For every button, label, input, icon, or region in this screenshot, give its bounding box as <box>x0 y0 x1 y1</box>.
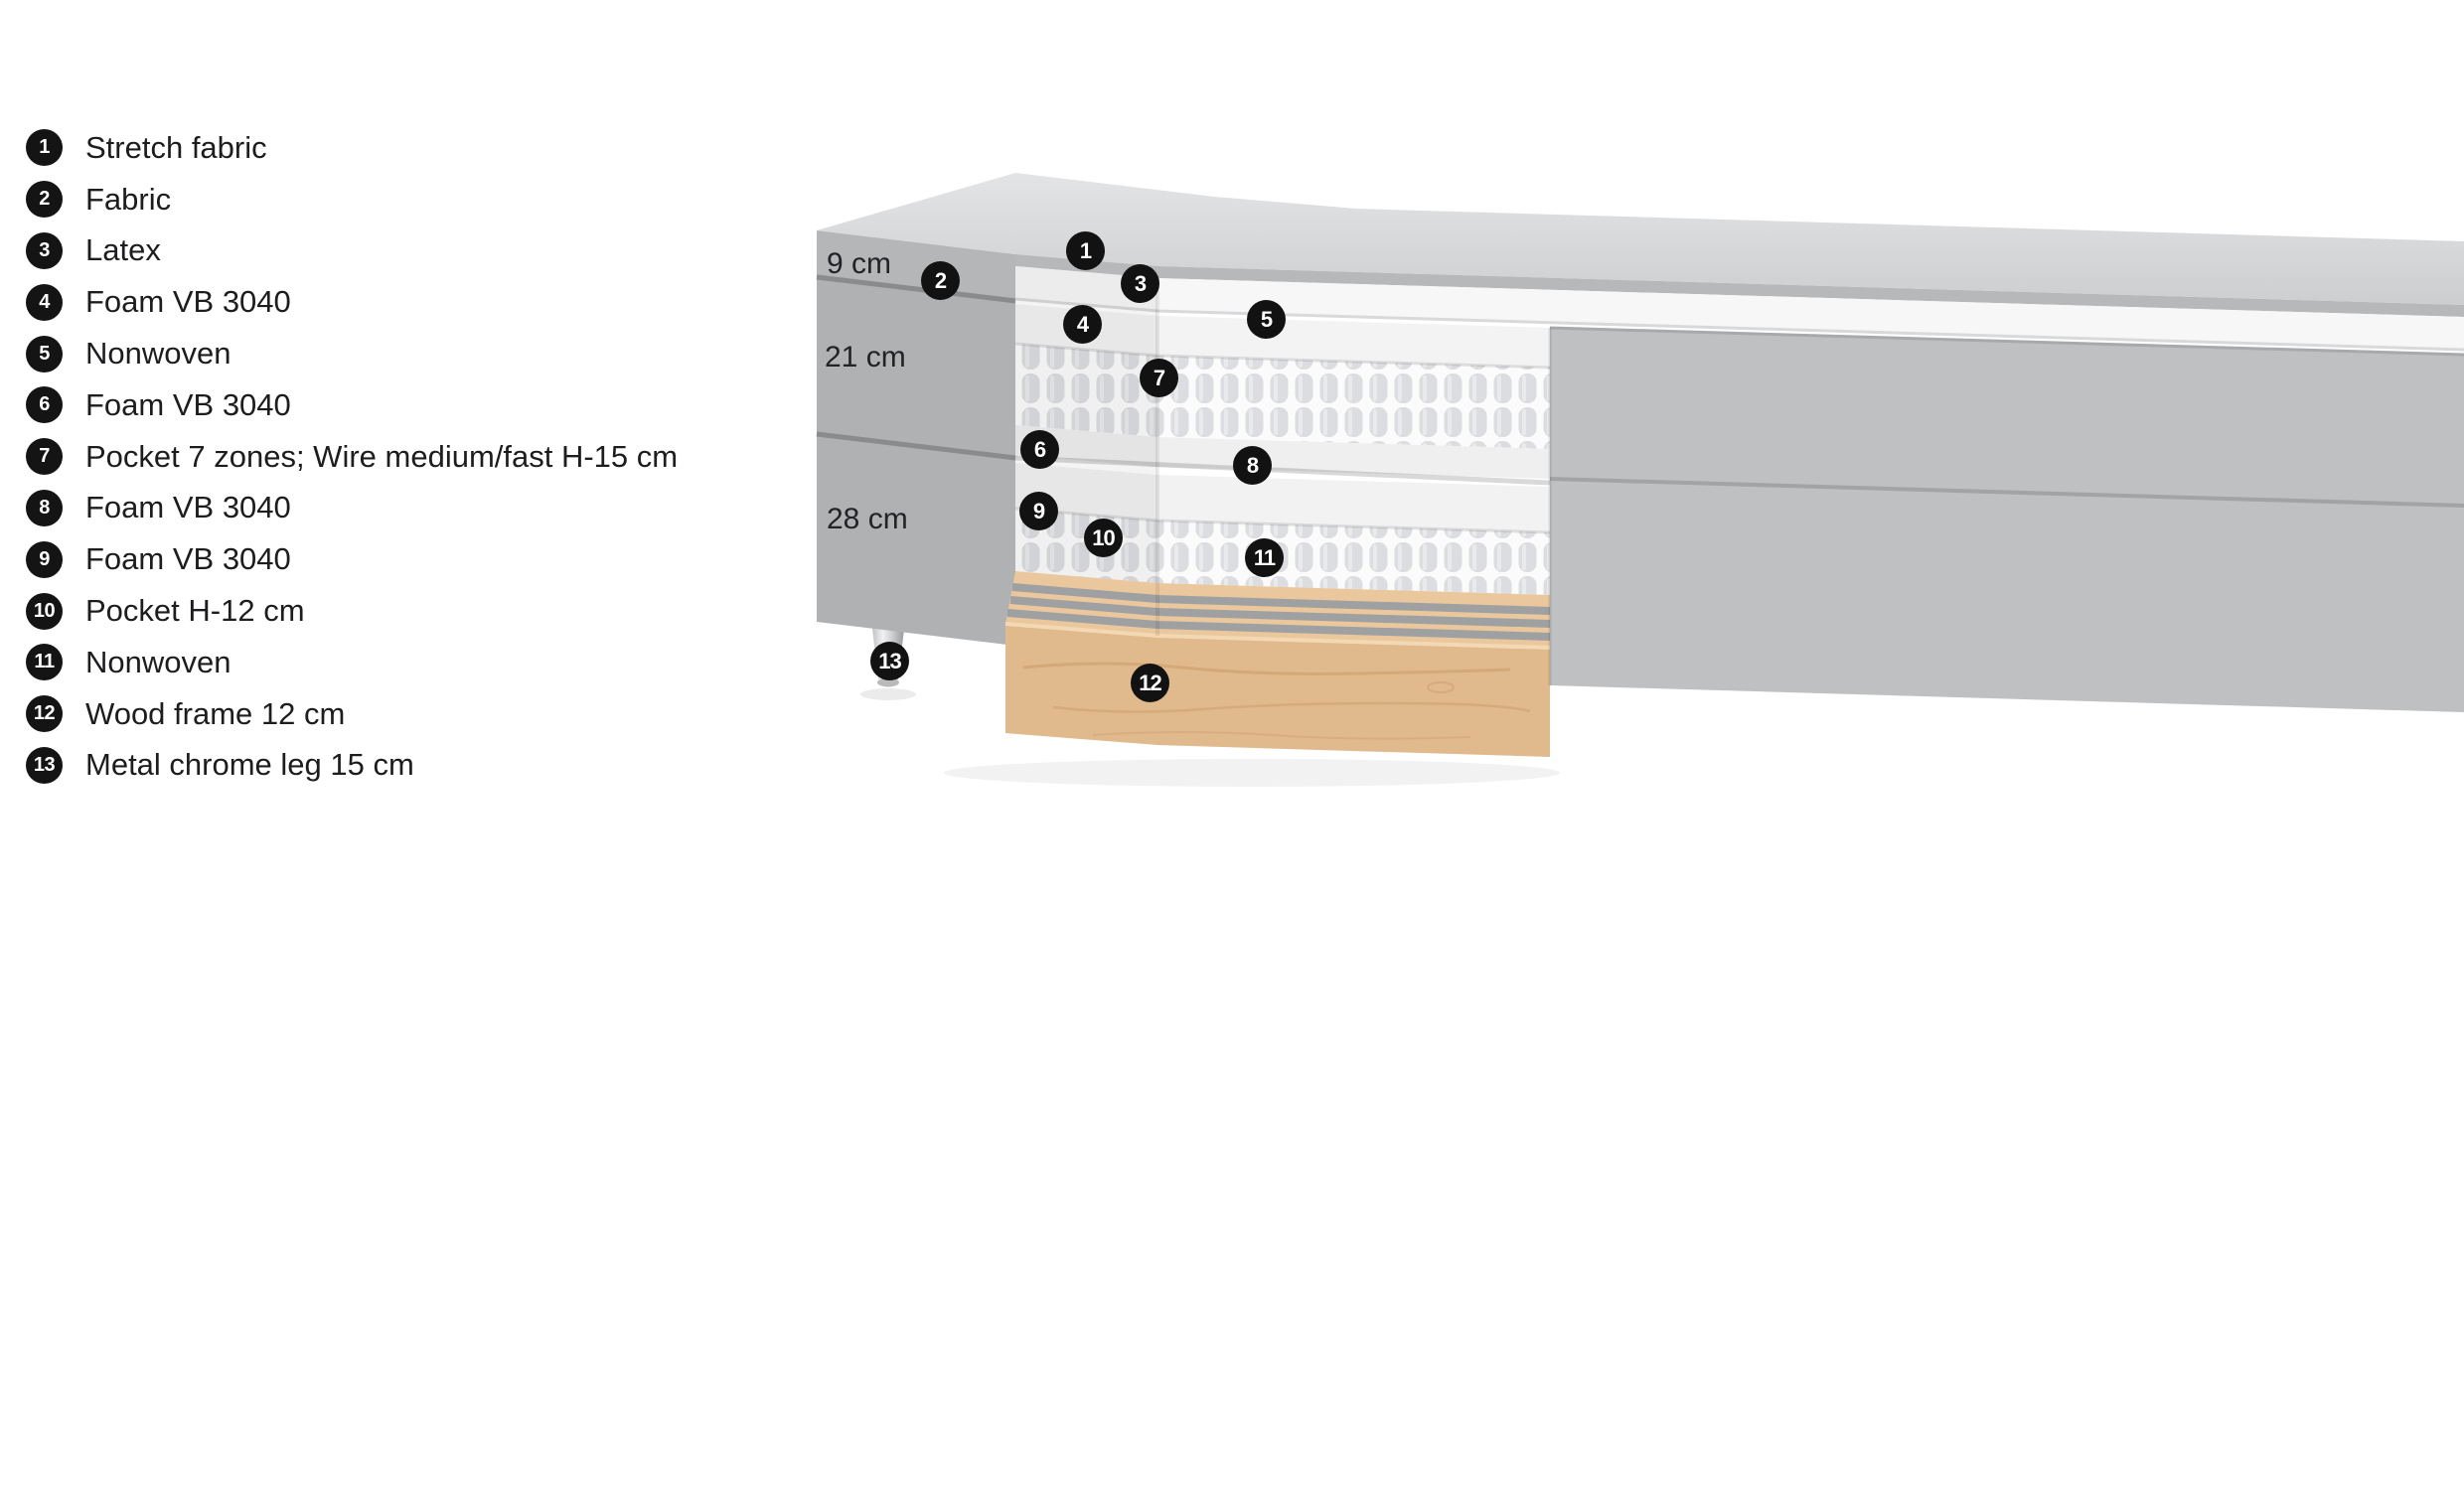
materials-legend: 1 Stretch fabric 2 Fabric 3 Latex 4 Foam… <box>26 122 678 791</box>
diagram-marker-7: 7 <box>1140 359 1178 397</box>
legend-item: 8 Foam VB 3040 <box>26 483 678 534</box>
diagram-marker-11: 11 <box>1245 538 1284 577</box>
legend-label: Foam VB 3040 <box>85 284 291 320</box>
topper-top-surface <box>817 173 2464 305</box>
diagram-marker-13: 13 <box>870 642 909 680</box>
legend-number-badge: 7 <box>26 438 63 476</box>
legend-label: Foam VB 3040 <box>85 386 291 422</box>
legend-item: 2 Fabric <box>26 174 678 225</box>
legend-label: Foam VB 3040 <box>85 490 291 525</box>
legend-item: 10 Pocket H-12 cm <box>26 585 678 637</box>
legend-number-badge: 6 <box>26 386 63 424</box>
legend-item: 12 Wood frame 12 cm <box>26 688 678 740</box>
legend-item: 3 Latex <box>26 225 678 277</box>
fabric-right-front <box>1549 326 2464 712</box>
legend-item: 6 Foam VB 3040 <box>26 379 678 431</box>
diagram-marker-2: 2 <box>921 261 960 300</box>
dimension-label-mattress: 21 cm <box>825 341 906 373</box>
legend-item: 1 Stretch fabric <box>26 122 678 174</box>
legend-label: Stretch fabric <box>85 129 267 165</box>
legend-number-badge: 2 <box>26 181 63 219</box>
diagram-marker-9: 9 <box>1019 492 1058 530</box>
legend-number-badge: 3 <box>26 231 63 269</box>
legend-item: 13 Metal chrome leg 15 cm <box>26 740 678 792</box>
legend-label: Wood frame 12 cm <box>85 695 346 731</box>
diagram-marker-10: 10 <box>1084 519 1123 557</box>
legend-number-badge: 10 <box>26 592 63 630</box>
legend-item: 5 Nonwoven <box>26 328 678 379</box>
diagram-marker-8: 8 <box>1233 446 1272 485</box>
diagram-marker-1: 1 <box>1066 231 1105 270</box>
legend-label: Nonwoven <box>85 336 231 372</box>
legend-item: 11 Nonwoven <box>26 637 678 688</box>
legend-label: Latex <box>85 232 161 268</box>
mattress-layer <box>1014 304 1551 486</box>
legend-label: Pocket 7 zones; Wire medium/fast H-15 cm <box>85 438 679 474</box>
legend-number-badge: 4 <box>26 283 63 321</box>
diagram-marker-6: 6 <box>1020 430 1059 469</box>
floor-shadow <box>860 688 1560 787</box>
wood-frame <box>1004 571 1551 757</box>
legend-label: Foam VB 3040 <box>85 541 291 577</box>
legend-item: 4 Foam VB 3040 <box>26 276 678 328</box>
legend-item: 7 Pocket 7 zones; Wire medium/fast H-15 … <box>26 431 678 483</box>
legend-number-badge: 13 <box>26 746 63 784</box>
legend-number-badge: 8 <box>26 489 63 526</box>
legend-label: Fabric <box>85 181 172 217</box>
diagram-marker-3: 3 <box>1121 264 1159 303</box>
topper-layer <box>1014 254 2464 352</box>
legend-number-badge: 5 <box>26 335 63 372</box>
dimension-label-box: 28 cm <box>827 503 908 535</box>
legend-label: Nonwoven <box>85 644 231 679</box>
legend-item: 9 Foam VB 3040 <box>26 533 678 585</box>
legend-number-badge: 1 <box>26 129 63 167</box>
legend-label: Metal chrome leg 15 cm <box>85 747 414 783</box>
legend-number-badge: 11 <box>26 644 63 681</box>
legend-label: Pocket H-12 cm <box>85 593 305 629</box>
diagram-marker-5: 5 <box>1247 300 1286 339</box>
fabric-left-face <box>816 230 1016 646</box>
diagram-marker-12: 12 <box>1131 664 1169 702</box>
legend-number-badge: 12 <box>26 695 63 733</box>
diagram-marker-4: 4 <box>1063 305 1102 344</box>
legend-number-badge: 9 <box>26 540 63 578</box>
dimension-label-topper: 9 cm <box>827 247 892 280</box>
